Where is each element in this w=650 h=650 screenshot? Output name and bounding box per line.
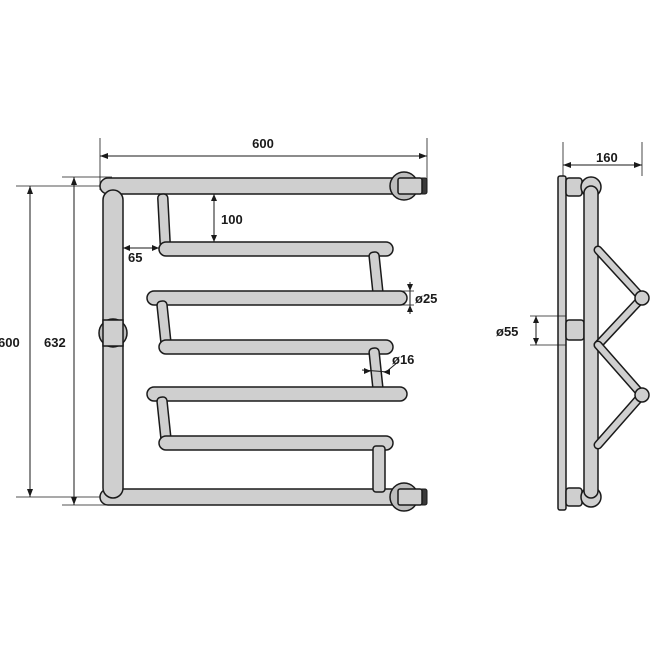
tube-diameter-label: ø25 — [415, 291, 437, 306]
mount-diameter-dimension: ø55 — [496, 315, 566, 346]
spacing-label: 100 — [221, 212, 243, 227]
crossbar-diameter-label: ø16 — [392, 352, 414, 367]
spacing-dimension: 100 — [200, 193, 243, 243]
side-braces — [593, 245, 650, 450]
outer-height-label: 600 — [0, 335, 20, 350]
bottom-rail — [99, 482, 428, 512]
vertical-post — [98, 189, 128, 499]
top-rail — [99, 171, 428, 201]
wall-plate — [557, 175, 567, 511]
offset-label: 65 — [128, 250, 142, 265]
depth-label: 160 — [596, 150, 618, 165]
side-middle-mount — [565, 319, 585, 341]
mount-diameter-label: ø55 — [496, 324, 518, 339]
crossbars — [146, 193, 408, 493]
front-view: 600 600 632 — [0, 136, 437, 512]
width-label: 600 — [252, 136, 274, 151]
total-height-dimension: 632 — [44, 176, 112, 506]
depth-dimension: 160 — [562, 142, 643, 176]
tube-diameter-dimension: ø25 — [400, 282, 437, 314]
offset-dimension: 65 — [123, 245, 159, 265]
total-height-label: 632 — [44, 335, 66, 350]
side-view: 160 — [496, 142, 650, 511]
width-dimension: 600 — [99, 136, 428, 190]
outer-height-dimension: 600 — [0, 185, 112, 498]
crossbar-diameter-dimension: ø16 — [361, 352, 414, 375]
